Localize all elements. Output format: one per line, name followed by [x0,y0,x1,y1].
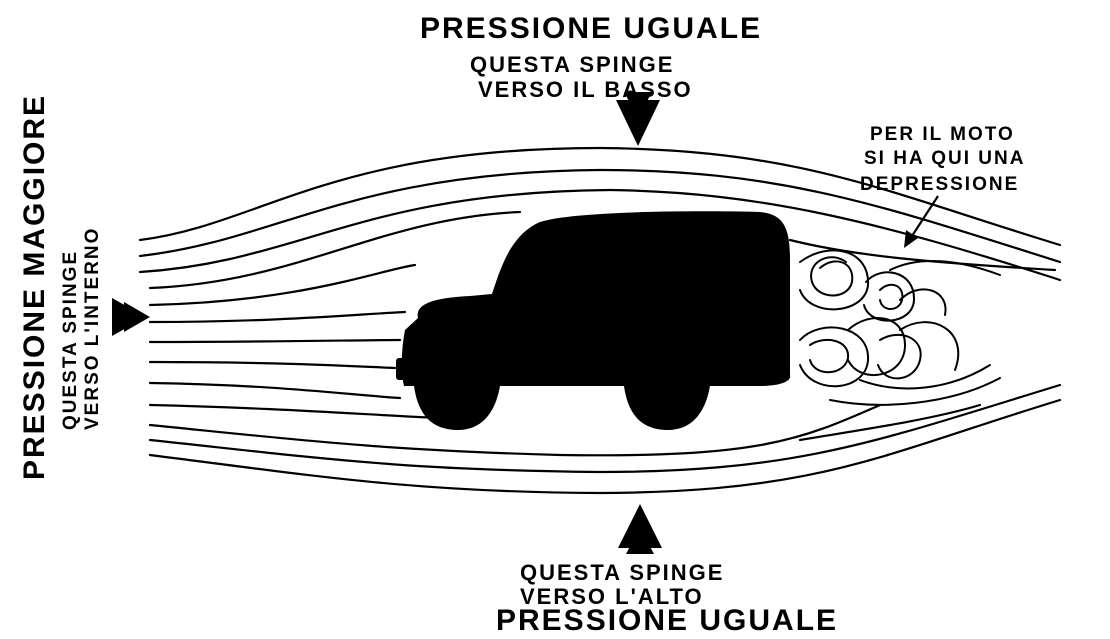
wake-vortices [799,249,1001,406]
bottom-note-line2: VERSO L'ALTO [520,584,704,609]
bottom-note-line1: QUESTA SPINGE [520,560,724,585]
right-note-line3: DEPRESSIONE [860,174,1019,195]
top-pressure-title: PRESSIONE UGUALE [420,12,762,45]
top-note-line2: VERSO IL BASSO [478,77,693,102]
top-note-line1: QUESTA SPINGE [470,52,674,77]
right-note-line1: PER IL MOTO [870,124,1015,145]
left-pressure-title: PRESSIONE MAGGIORE [18,94,51,480]
down-arrow-icon [616,92,660,146]
bottom-pressure-title: PRESSIONE UGUALE [496,604,838,634]
left-note-line2: VERSO L'INTERNO [82,227,103,430]
right-note-line2: SI HA QUI UNA [864,148,1025,169]
right-arrow-icon [112,298,150,336]
car-silhouette [396,211,791,430]
up-arrow-icon [618,504,662,554]
airflow-streamlines [138,146,1062,495]
depression-pointer-arrow [904,195,939,248]
left-note-line1: QUESTA SPINGE [60,250,81,430]
